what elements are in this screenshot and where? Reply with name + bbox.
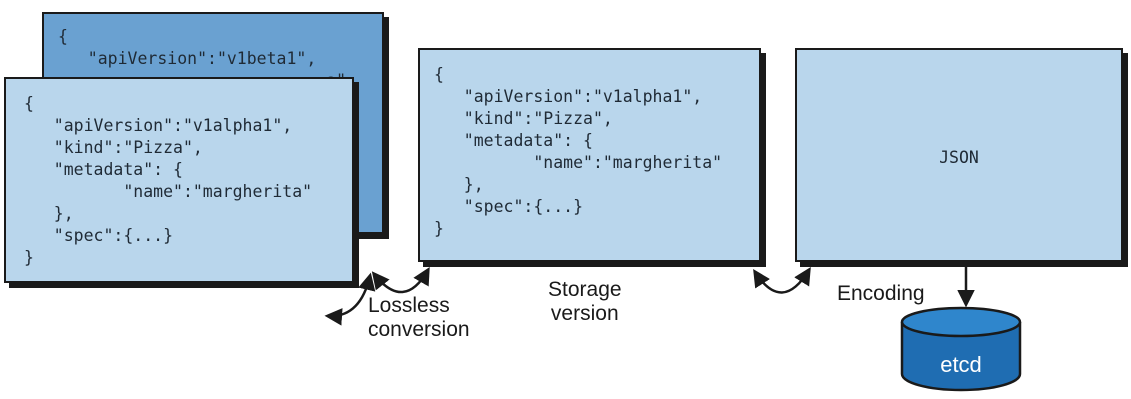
- storage-conversion-arrow: [371, 266, 430, 294]
- v1alpha1-code-block: { "apiVersion":"v1alpha1", "kind":"Pizza…: [6, 79, 352, 269]
- code-line: "kind":"Pizza",: [24, 138, 203, 157]
- code-line: "metadata": {: [24, 160, 183, 179]
- json-label: JSON: [939, 148, 979, 167]
- code-line: },: [434, 175, 484, 194]
- label-line: version: [550, 302, 619, 325]
- code-line: {: [434, 65, 444, 84]
- label-line: conversion: [368, 318, 470, 341]
- encoding-label: Encoding: [837, 282, 925, 305]
- code-line: }: [24, 248, 34, 267]
- storage-version-box: { "apiVersion":"v1alpha1", "kind":"Pizza…: [418, 48, 761, 262]
- json-encoding-box: JSON: [795, 48, 1123, 262]
- api-object-v1alpha1-box: { "apiVersion":"v1alpha1", "kind":"Pizza…: [4, 77, 354, 283]
- code-line: "metadata": {: [434, 131, 593, 150]
- code-line: "name":"margherita": [24, 182, 313, 201]
- code-line: {: [24, 94, 34, 113]
- code-line: "spec":{...}: [24, 226, 174, 245]
- storage-code-block: { "apiVersion":"v1alpha1", "kind":"Pizza…: [420, 50, 759, 240]
- label-line: Storage: [548, 278, 622, 301]
- storage-version-label: Storage version: [548, 278, 622, 326]
- code-line: }: [434, 219, 444, 238]
- etcd-database: etcd: [898, 304, 1024, 394]
- encoding-conversion-arrow: [753, 267, 811, 294]
- code-line: "apiVersion":"v1alpha1",: [434, 87, 703, 106]
- code-line: "spec":{...}: [434, 197, 584, 216]
- code-line: "apiVersion":"v1beta1",: [58, 49, 317, 68]
- code-line: {: [58, 27, 68, 46]
- code-line: "name":"margherita": [434, 153, 723, 172]
- database-cylinder-icon: [900, 306, 1022, 392]
- code-line: },: [24, 204, 74, 223]
- label-line: Lossless: [368, 294, 450, 317]
- etcd-label: etcd: [940, 352, 982, 377]
- code-line: "kind":"Pizza",: [434, 109, 613, 128]
- lossless-conversion-label: Lossless conversion: [368, 294, 470, 342]
- code-line: "apiVersion":"v1alpha1",: [24, 116, 293, 135]
